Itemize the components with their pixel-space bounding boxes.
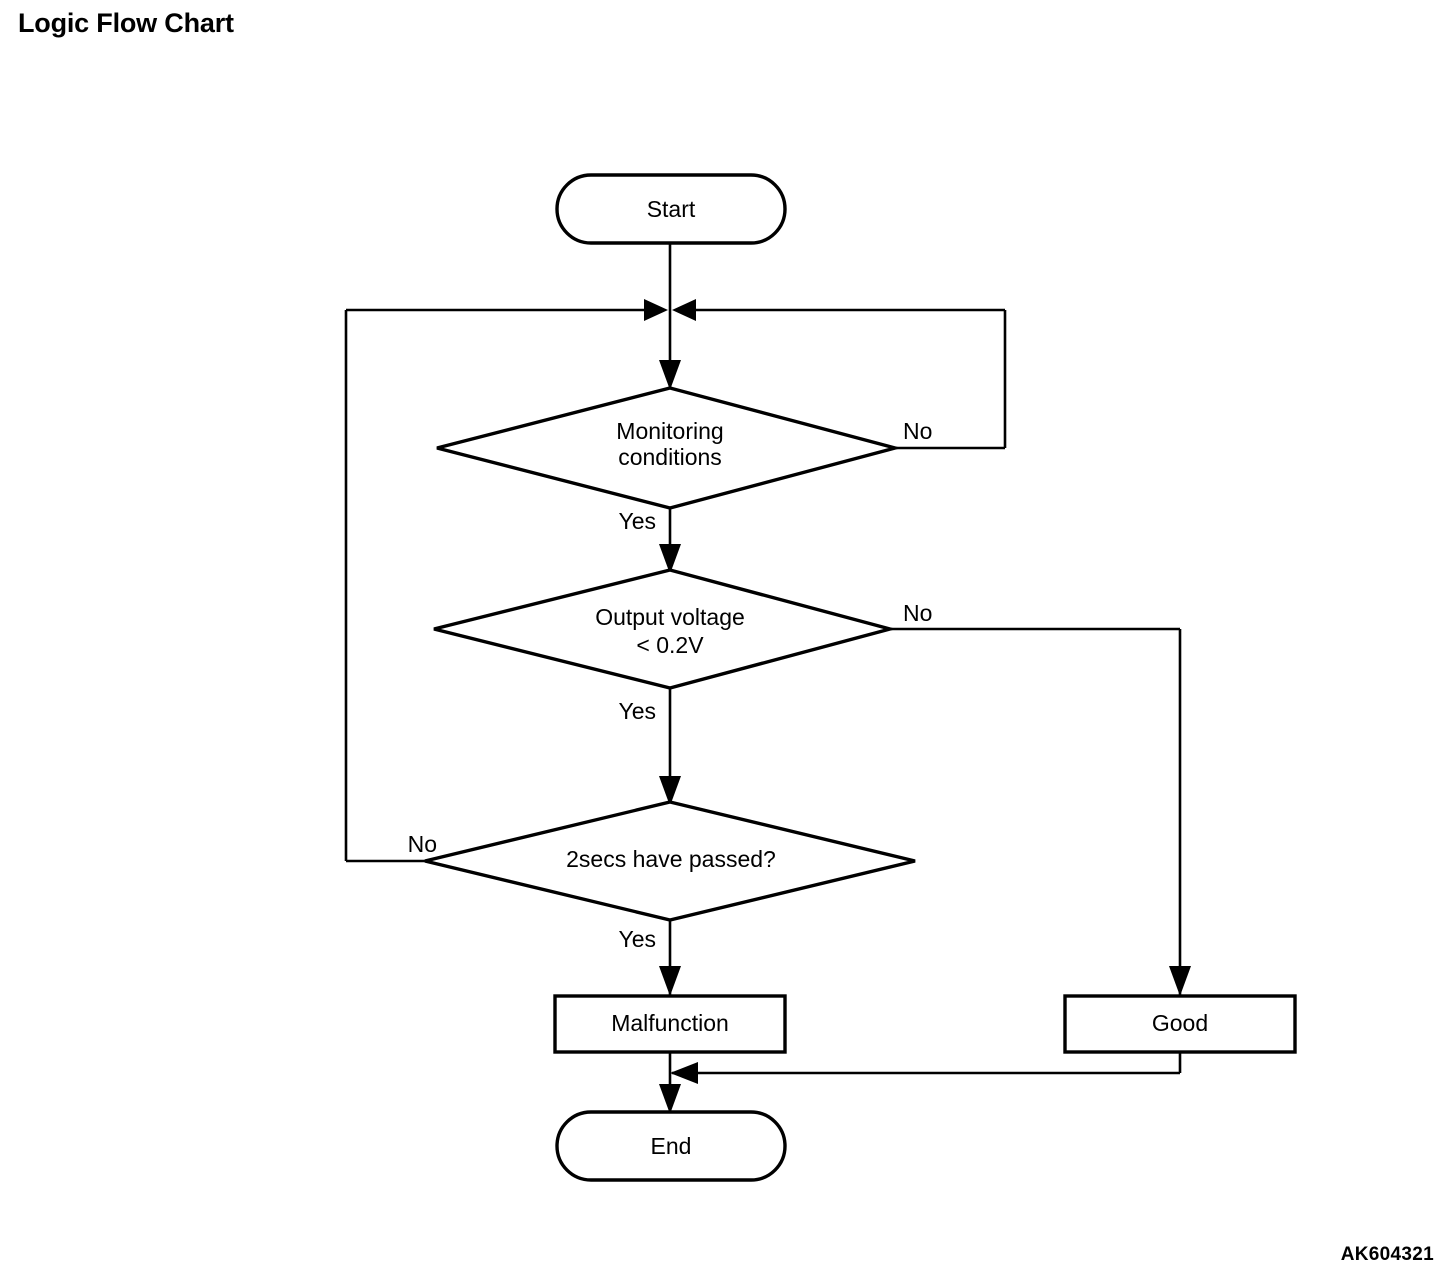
branch-label-monitoring-no: No [903, 418, 932, 444]
branch-label-timer-yes: Yes [618, 926, 656, 952]
arrowhead-loopback-left-into-junction [644, 299, 668, 321]
arrowhead-good-merge [670, 1062, 698, 1084]
branch-label-monitoring-yes: Yes [618, 508, 656, 534]
node-good[interactable] [1063, 994, 1297, 1054]
branch-label-voltage-no: No [903, 600, 932, 626]
node-timer-label: 2secs have passed? [566, 846, 776, 872]
node-good-label: Good [1152, 1010, 1208, 1036]
node-end-label: End [651, 1133, 692, 1159]
arrowhead-into-malfunction [659, 966, 681, 996]
figure-code: AK604321 [1340, 1244, 1434, 1265]
node-monitoring-conditions[interactable] [436, 386, 902, 510]
node-malfunction[interactable] [553, 994, 787, 1054]
branch-label-voltage-yes: Yes [618, 698, 656, 724]
arrowhead-into-timer [659, 776, 681, 806]
arrowhead-loopback-right-into-junction [672, 299, 696, 321]
branch-label-timer-no: No [408, 831, 437, 857]
node-end[interactable] [555, 1110, 787, 1182]
node-monitoring-label-line2: conditions [618, 444, 722, 470]
node-timer-check[interactable] [424, 800, 916, 922]
node-output-voltage[interactable] [433, 568, 897, 690]
arrowhead-into-monitoring [659, 360, 681, 390]
node-monitoring-label-line1: Monitoring [616, 418, 723, 444]
arrowhead-into-good [1169, 966, 1191, 996]
node-voltage-label-line2: < 0.2V [636, 632, 704, 658]
node-start-label: Start [647, 196, 696, 222]
arrowhead-into-end [659, 1084, 681, 1114]
arrowhead-into-voltage [659, 544, 681, 574]
node-voltage-label-line1: Output voltage [595, 604, 745, 630]
node-start[interactable] [555, 173, 787, 245]
page-title: Logic Flow Chart [18, 8, 234, 38]
node-malfunction-label: Malfunction [611, 1010, 729, 1036]
